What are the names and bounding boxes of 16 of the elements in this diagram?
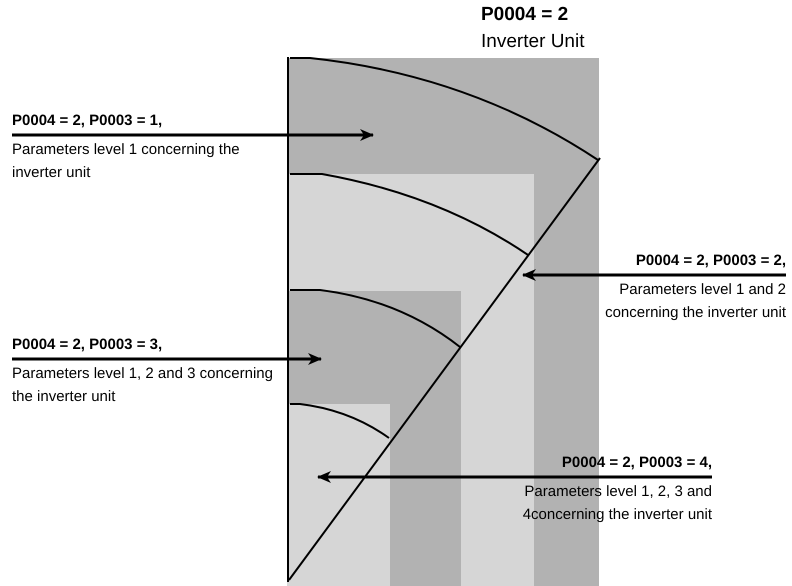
description-text: Parameters level 1, 2, 3 and 4concerning the inverter unit — [522, 482, 712, 525]
description-text: Parameters level 1 and 2 concerning the inverter unit — [604, 280, 786, 323]
title-heading: P0004 = 2 — [481, 3, 568, 27]
subtitle: Inverter Unit — [481, 30, 584, 54]
setting-heading: P0004 = 2, P0003 = 1, — [12, 111, 164, 131]
setting-heading: P0004 = 2, P0003 = 2, — [634, 251, 786, 271]
setting-heading: P0004 = 2, P0003 = 3, — [12, 335, 164, 355]
arrow — [317, 471, 712, 483]
arrow — [12, 129, 374, 141]
arrow — [12, 353, 322, 365]
arrow — [522, 269, 786, 281]
setting-heading: P0004 = 2, P0003 = 4, — [560, 453, 712, 473]
shaded-region — [287, 291, 461, 586]
description-text: Parameters level 1, 2 and 3 concerning the inverter unit — [12, 364, 274, 407]
description-text: Parameters level 1 concerning the inverter unit — [12, 140, 241, 183]
shaded-region — [287, 404, 390, 586]
